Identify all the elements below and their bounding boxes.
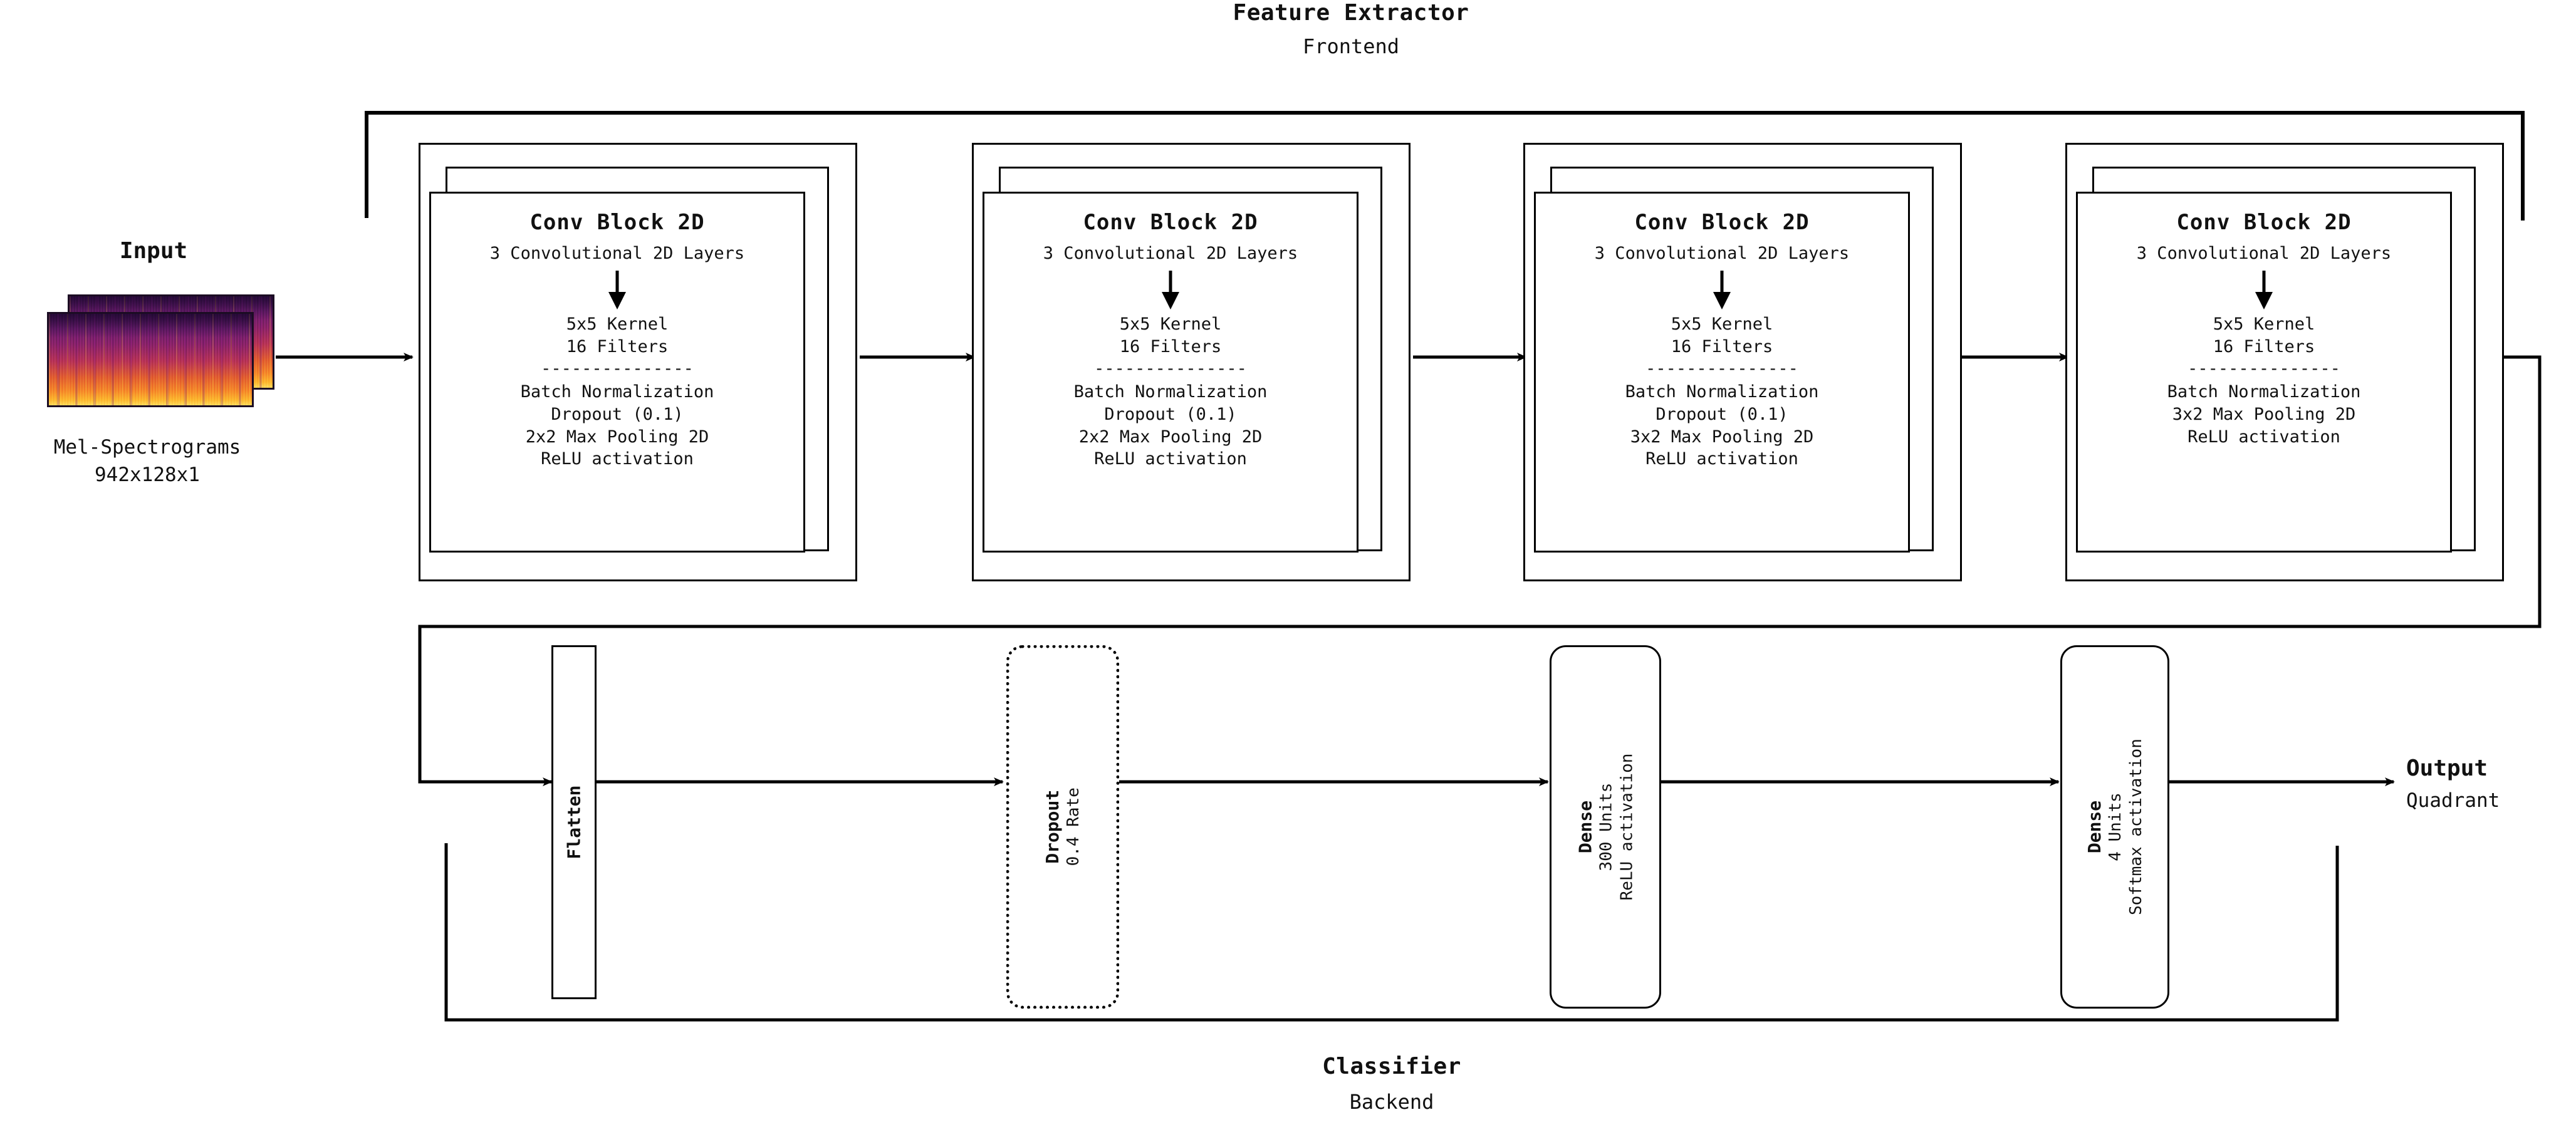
conv-block-4-detail-1: 3x2 Max Pooling 2D [2172, 404, 2356, 424]
dropout-name: Dropout [1042, 789, 1063, 865]
dropout-block[interactable]: Dropout 0.4 Rate [1006, 645, 1119, 1009]
conv-block-3-detail-2: 3x2 Max Pooling 2D [1630, 427, 1814, 447]
conv-block-1-detail-3: ReLU activation [541, 449, 694, 469]
conv-block-4-detail-0: Batch Normalization [2167, 382, 2361, 402]
dense-4-units: 4 Units [2106, 792, 2125, 861]
down-arrow-icon [605, 269, 630, 311]
conv-block-1-kernel: 5x5 Kernel [566, 314, 669, 334]
conv-block-1-detail-2: 2x2 Max Pooling 2D [525, 427, 709, 447]
dropout-label: Dropout 0.4 Rate [1041, 787, 1084, 866]
conv-block-4-divider: --------------- [2188, 359, 2340, 379]
output-subtitle: Quadrant [2406, 789, 2500, 812]
conv-block-3-detail-0: Batch Normalization [1625, 382, 1819, 402]
conv-block-4-kernel: 5x5 Kernel [2213, 314, 2315, 334]
conv-block-2-detail-3: ReLU activation [1094, 449, 1247, 469]
conv-block-2-subtitle: 3 Convolutional 2D Layers [1043, 244, 1298, 263]
conv-block-1-divider: --------------- [541, 359, 694, 379]
down-arrow-icon [1709, 269, 1734, 311]
frontend-subtitle: Frontend [1302, 34, 1400, 58]
input-title: Input [119, 238, 188, 264]
spectrogram-sheet-front [47, 312, 254, 407]
input-caption-line1: Mel-Spectrograms [53, 436, 241, 459]
output-title: Output [2406, 756, 2488, 781]
conv-block-4-detail-2: ReLU activation [2188, 427, 2340, 447]
flatten-block[interactable]: Flatten [551, 645, 597, 999]
conv-block-3-divider: --------------- [1645, 359, 1798, 379]
conv-block-1-title: Conv Block 2D [529, 210, 705, 235]
dropout-rate: 0.4 Rate [1064, 787, 1083, 866]
dense-300-block[interactable]: Dense 300 Units ReLU activation [1550, 645, 1661, 1009]
conv-block-1-subtitle: 3 Convolutional 2D Layers [489, 244, 745, 263]
conv-block-2-divider: --------------- [1094, 359, 1247, 379]
dense-4-block[interactable]: Dense 4 Units Softmax activation [2060, 645, 2169, 1009]
dense-4-label: Dense 4 Units Softmax activation [2083, 739, 2146, 915]
dense-300-label: Dense 300 Units ReLU activation [1574, 754, 1637, 901]
dense-4-name: Dense [2084, 800, 2105, 854]
conv-block-4-title: Conv Block 2D [2176, 210, 2352, 235]
conv-block-2-title: Conv Block 2D [1083, 210, 1258, 235]
down-arrow-icon [1158, 269, 1183, 311]
down-arrow-icon [2251, 269, 2276, 311]
backend-title: Classifier [1322, 1054, 1461, 1079]
card-front: Conv Block 2D 3 Convolutional 2D Layers … [2076, 192, 2452, 553]
conv-block-1[interactable]: Conv Block 2D 3 Convolutional 2D Layers … [419, 143, 863, 581]
card-front: Conv Block 2D 3 Convolutional 2D Layers … [1534, 192, 1910, 553]
dense-4-activation: Softmax activation [2126, 739, 2146, 915]
conv-block-3-subtitle: 3 Convolutional 2D Layers [1594, 244, 1850, 263]
frontend-title: Feature Extractor [1233, 0, 1469, 26]
conv-block-2-filters: 16 Filters [1119, 336, 1222, 356]
conv-block-3-filters: 16 Filters [1671, 336, 1773, 356]
conv-block-2-detail-1: Dropout (0.1) [1104, 404, 1237, 424]
conv-block-3-kernel: 5x5 Kernel [1671, 314, 1773, 334]
backend-subtitle: Backend [1349, 1090, 1434, 1114]
mel-spectrogram-icon [47, 294, 285, 420]
card-front: Conv Block 2D 3 Convolutional 2D Layers … [429, 192, 805, 553]
flatten-label: Flatten [563, 785, 585, 859]
conv-block-2-kernel: 5x5 Kernel [1119, 314, 1222, 334]
conv-block-4[interactable]: Conv Block 2D 3 Convolutional 2D Layers … [2065, 143, 2510, 581]
dense-300-units: 300 Units [1597, 782, 1615, 871]
backend-bracket [444, 843, 2339, 1022]
conv-block-1-filters: 16 Filters [566, 336, 669, 356]
conv-block-2-detail-2: 2x2 Max Pooling 2D [1078, 427, 1263, 447]
conv-block-3-detail-1: Dropout (0.1) [1656, 404, 1788, 424]
conv-block-1-detail-1: Dropout (0.1) [551, 404, 684, 424]
dense-300-name: Dense [1575, 800, 1595, 854]
conv-block-3[interactable]: Conv Block 2D 3 Convolutional 2D Layers … [1523, 143, 1968, 581]
card-front: Conv Block 2D 3 Convolutional 2D Layers … [983, 192, 1358, 553]
conv-block-1-detail-0: Batch Normalization [520, 382, 714, 402]
conv-block-2-detail-0: Batch Normalization [1073, 382, 1268, 402]
flatten-name: Flatten [563, 785, 585, 859]
conv-block-3-detail-3: ReLU activation [1645, 449, 1798, 469]
conv-block-4-subtitle: 3 Convolutional 2D Layers [2136, 244, 2392, 263]
conv-block-3-title: Conv Block 2D [1634, 210, 1810, 235]
dense-300-activation: ReLU activation [1617, 753, 1636, 901]
conv-block-4-filters: 16 Filters [2213, 336, 2315, 356]
input-caption-line2: 942x128x1 [95, 464, 200, 486]
conv-block-2[interactable]: Conv Block 2D 3 Convolutional 2D Layers … [972, 143, 1417, 581]
